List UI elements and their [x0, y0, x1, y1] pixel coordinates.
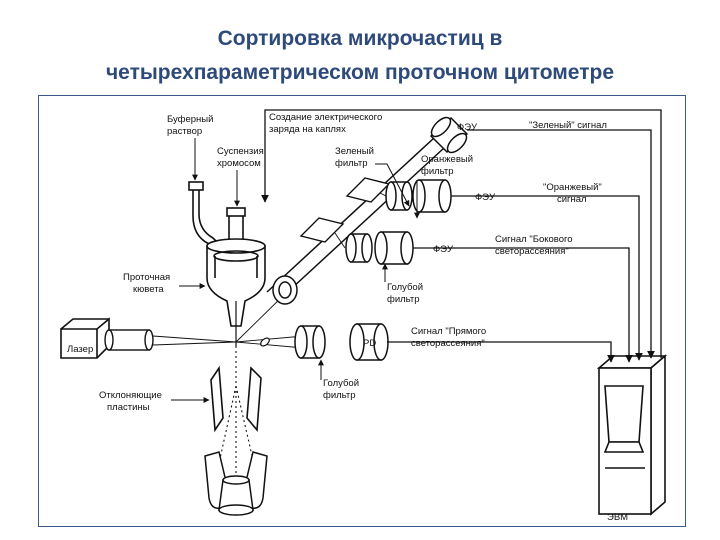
light-paths [334, 192, 387, 249]
collection-tubes [204, 451, 268, 516]
suspension-label-1: Суспензия [217, 146, 264, 157]
buffer-label-1: Буферный [167, 114, 213, 125]
side-signal-label-2: светорассеяния" [495, 246, 569, 257]
side-scatter-arm [266, 125, 458, 301]
side-signal-label-1: Сигнал "Бокового [495, 234, 573, 245]
deflection-plates [210, 365, 262, 433]
beam-stop [260, 337, 270, 347]
pmt-side-label: ФЭУ [433, 244, 454, 255]
pd-label: PD [363, 338, 376, 349]
label-pointers [171, 138, 420, 403]
green-filter-label-1: Зеленый [335, 146, 374, 157]
pmt-side-assembly [345, 231, 414, 265]
signal-lines [261, 109, 662, 363]
laser-label: Лазер [67, 344, 93, 355]
deflection-plates-label-1: Отклоняющие [99, 390, 162, 401]
blue-filter-top-label-1: Голубой [387, 282, 423, 293]
buffer-tube [188, 181, 218, 249]
title-line-1: Сортировка микрочастиц в [217, 27, 503, 50]
green-signal-label: "Зеленый" сигнал [529, 120, 607, 131]
flow-cell-label-2: кювета [133, 284, 164, 295]
blue-filter-top-label-2: фильтр [387, 294, 420, 305]
orange-signal-label-1: "Оранжевый" [543, 182, 602, 193]
charge-label-2: заряда на каплях [269, 124, 346, 135]
buffer-label-2: раствор [167, 126, 202, 137]
charge-label-1: Создание электрического [269, 112, 382, 123]
orange-filter-label-1: Оранжевый [421, 154, 473, 165]
forward-detector [349, 323, 389, 361]
computer-cabinet [596, 354, 668, 516]
forward-signal-label-1: Сигнал "Прямого [411, 326, 486, 337]
pmt-orange-label: ФЭУ [475, 192, 496, 203]
collection-lens [272, 275, 298, 305]
blue-filter-bottom-label-2: фильтр [323, 390, 356, 401]
pmt-green-label: ФЭУ [457, 122, 478, 133]
orange-filter-label-2: фильтр [421, 166, 454, 177]
computer-label: ЭВМ [607, 512, 628, 523]
blue-filter-bottom-label-1: Голубой [323, 378, 359, 389]
title-line-2: четырехпараметрическом проточном цитомет… [105, 61, 614, 84]
laser-lens [104, 329, 154, 351]
deflection-plates-label-2: пластины [107, 402, 150, 413]
slide-title: Сортировка микрочастиц в четырехпараметр… [0, 22, 720, 90]
flow-cell [206, 238, 266, 346]
forward-lens [294, 325, 326, 359]
flow-cell-label-1: Проточная [123, 272, 170, 283]
pmt-green [429, 116, 469, 154]
flow-cytometer-diagram: PD [60, 109, 668, 523]
diagram-frame: PD [38, 95, 686, 527]
orange-signal-label-2: сигнал [557, 194, 587, 205]
green-filter-label-2: фильтр [335, 158, 368, 169]
suspension-label-2: хромосом [217, 158, 261, 169]
forward-signal-label-2: светорассеяния" [411, 338, 485, 349]
pmt-orange-assembly [385, 179, 452, 213]
